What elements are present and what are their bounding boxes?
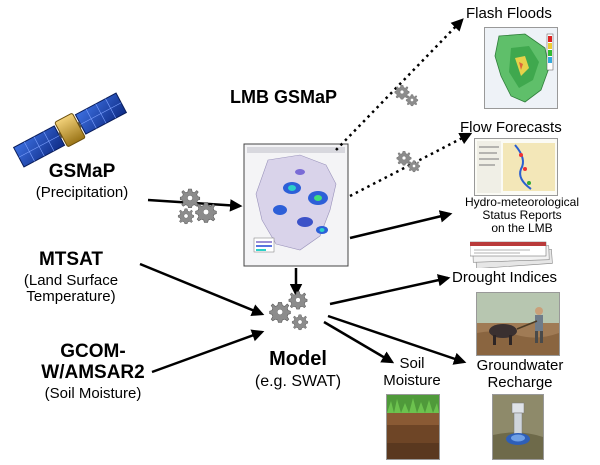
gear-icon xyxy=(269,291,309,331)
gcom-name-line2: W/AMSAR2 xyxy=(41,361,145,383)
mtsat-input-label: MTSAT (Land Surface Temperature) xyxy=(6,249,136,306)
flow-forecasts-label: Flow Forecasts xyxy=(460,119,562,136)
gsmap-detail: (Precipitation) xyxy=(35,183,129,201)
drought-photo-thumbnail xyxy=(476,292,560,356)
model-name: Model xyxy=(269,348,327,370)
soil-moisture-line2: Moisture xyxy=(383,371,441,389)
arrow-gcom-to-model xyxy=(151,329,265,374)
model-detail: (e.g. SWAT) xyxy=(254,373,342,390)
gear-icon xyxy=(394,85,419,107)
soil-moisture-label: Soil Moisture xyxy=(376,355,448,389)
flow-forecasts-thumbnail xyxy=(474,138,558,196)
status-reports-thumbnail xyxy=(470,238,556,268)
gcom-name-line1: GCOM- xyxy=(60,341,126,362)
status-reports-label: Hydro-meteorological Status Reports on t… xyxy=(452,195,592,236)
arrow-map-to-status-reports xyxy=(349,210,453,240)
mtsat-detail-line1: (Land Surface xyxy=(23,271,119,289)
status-reports-line2: Status Reports xyxy=(482,208,562,223)
drought-indices-label: Drought Indices xyxy=(452,269,558,286)
diagram-title: LMB GSMaP xyxy=(230,87,338,107)
gcom-input-label: GCOM- W/AMSAR2 (Soil Moisture) xyxy=(30,341,156,402)
status-reports-line1: Hydro-meteorological xyxy=(464,195,580,209)
arrow-model-to-drought xyxy=(329,274,451,306)
arrow-mtsat-to-model xyxy=(139,262,265,316)
connectors xyxy=(139,18,473,374)
flash-floods-map-thumbnail xyxy=(484,27,558,109)
arrow-model-to-groundwater xyxy=(327,314,467,365)
mtsat-detail-line2: Temperature) xyxy=(26,288,116,306)
groundwater-line2: Recharge xyxy=(487,373,553,391)
gcom-detail: (Soil Moisture) xyxy=(44,384,142,402)
groundwater-label: Groundwater Recharge xyxy=(470,357,570,391)
satellite-icon xyxy=(12,92,128,168)
gear-icon xyxy=(177,188,217,225)
soil-moisture-line1: Soil xyxy=(399,355,425,372)
gsmap-map-panel xyxy=(243,143,349,267)
gsmap-input-label: GSMaP (Precipitation) xyxy=(22,161,142,201)
arrow-map-to-flash-floods xyxy=(335,18,464,151)
groundwater-photo-thumbnail xyxy=(492,394,544,460)
arrow-model-to-soil-moisture xyxy=(323,320,395,364)
flash-floods-label: Flash Floods xyxy=(466,5,552,22)
status-reports-line3: on the LMB xyxy=(491,221,553,236)
gear-icon xyxy=(396,151,421,173)
mtsat-name: MTSAT xyxy=(38,249,104,270)
gsmap-name: GSMaP xyxy=(48,161,116,182)
arrow-map-to-flow-forecasts xyxy=(349,132,473,198)
model-label: Model (e.g. SWAT) xyxy=(246,348,350,391)
soil-moisture-photo-thumbnail xyxy=(386,394,440,460)
groundwater-line1: Groundwater xyxy=(476,357,564,374)
